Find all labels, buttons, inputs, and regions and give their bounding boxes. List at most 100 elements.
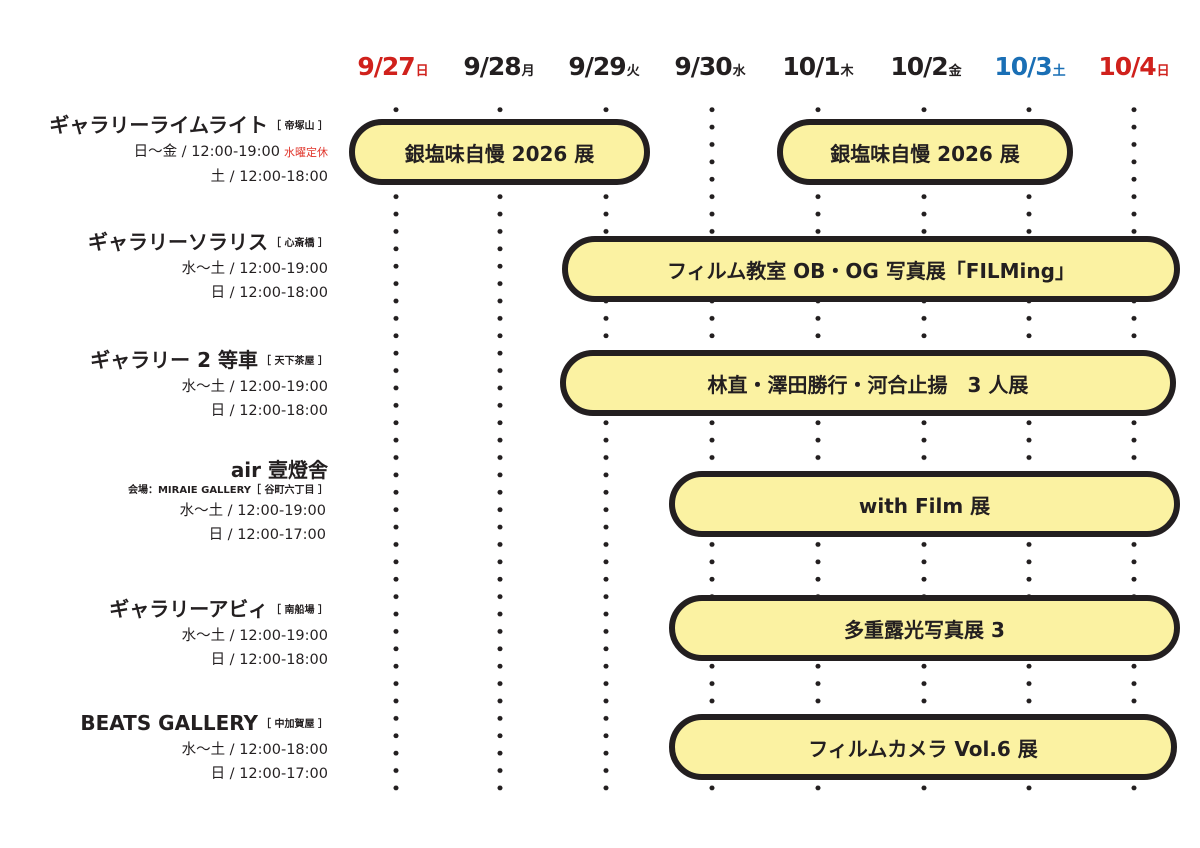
gallery-name: BEATS GALLERY［ 中加賀屋 ］	[80, 710, 328, 738]
date-label: 9/30	[674, 52, 732, 81]
hours-days: 日	[210, 652, 226, 668]
exhibition-title: 林直・澤田勝行・河合止揚 3 人展	[707, 372, 1029, 397]
hours-days: 日～金	[133, 144, 178, 160]
date-label: 10/1	[782, 52, 840, 81]
hours-days: 日	[210, 285, 226, 301]
exhibition-bar: with Film 展	[669, 471, 1180, 537]
dotted-day-line	[603, 101, 609, 801]
weekday-label: 土	[1052, 64, 1066, 79]
gallery-info: BEATS GALLERY［ 中加賀屋 ］ 水～土 / 12:00-18:00 …	[80, 710, 328, 786]
hours-days: 水～土	[179, 503, 224, 519]
hours-days: 水～土	[181, 261, 226, 277]
opening-hours: 日 / 12:00-18:00	[210, 285, 328, 301]
opening-hours: 日 / 12:00-18:00	[210, 403, 328, 419]
date-header: 9/30水	[663, 52, 757, 92]
date-header: 10/3土	[983, 52, 1077, 92]
gallery-info: ギャラリー 2 等車［ 天下茶屋 ］ 水～土 / 12:00-19:00 日 /…	[90, 347, 328, 423]
dotted-day-line	[497, 101, 503, 801]
weekday-label: 月	[521, 64, 535, 79]
gallery-name: ギャラリーライムライト［ 帝塚山 ］	[49, 112, 328, 140]
hours-time: 12:00-18:00	[239, 169, 328, 185]
exhibition-bar: 銀塩味自慢 2026 展	[777, 119, 1073, 185]
hours-days: 日	[208, 527, 224, 543]
hours-time: 12:00-18:00	[239, 403, 328, 419]
hours-time: 12:00-17:00	[237, 527, 326, 543]
date-label: 9/27	[357, 52, 415, 81]
opening-hours: 日 / 12:00-18:00	[210, 652, 328, 668]
opening-hours: 土 / 12:00-18:00	[210, 169, 328, 185]
dotted-day-line	[815, 101, 821, 801]
exhibition-bar: 銀塩味自慢 2026 展	[349, 119, 650, 185]
hours-time: 12:00-19:00	[239, 261, 328, 277]
date-header: 10/4日	[1087, 52, 1181, 92]
gallery-name: ギャラリー 2 等車［ 天下茶屋 ］	[90, 347, 328, 375]
hours-time: 12:00-18:00	[239, 652, 328, 668]
hours-days: 水～土	[181, 379, 226, 395]
gallery-location: ［ 帝塚山 ］	[271, 121, 328, 132]
weekday-label: 金	[948, 64, 962, 79]
gallery-info: ギャラリーソラリス［ 心斎橋 ］ 水～土 / 12:00-19:00 日 / 1…	[88, 229, 328, 305]
exhibition-bar: 多重露光写真展 3	[669, 595, 1180, 661]
gallery-location: ［ 南船場 ］	[271, 605, 328, 616]
gallery-location: ［ 心斎橋 ］	[271, 238, 328, 249]
date-label: 9/28	[463, 52, 521, 81]
dotted-day-line	[709, 101, 715, 801]
hours-days: 土	[210, 169, 226, 185]
hours-days: 水～土	[181, 742, 226, 758]
date-label: 10/3	[994, 52, 1052, 81]
opening-hours: 水～土 / 12:00-19:00	[181, 379, 328, 395]
opening-hours: 日 / 12:00-17:00	[208, 527, 326, 543]
hours-time: 12:00-19:00	[237, 503, 326, 519]
hours-days: 日	[210, 403, 226, 419]
gallery-name: ギャラリーソラリス［ 心斎橋 ］	[88, 229, 328, 257]
gallery-name-text: air 壹燈舎	[230, 458, 328, 482]
hours-time: 12:00-19:00	[239, 628, 328, 644]
exhibition-bar: フィルムカメラ Vol.6 展	[669, 714, 1177, 780]
gallery-name: ギャラリーアビィ［ 南船場 ］	[109, 596, 328, 624]
gallery-info: ギャラリーアビィ［ 南船場 ］ 水～土 / 12:00-19:00 日 / 12…	[109, 596, 328, 672]
opening-hours: 日 / 12:00-17:00	[210, 766, 328, 782]
weekday-label: 日	[1156, 64, 1170, 79]
gallery-name-text: ギャラリー 2 等車	[90, 348, 259, 372]
date-label: 10/2	[890, 52, 948, 81]
date-label: 10/4	[1098, 52, 1156, 81]
exhibition-title: 銀塩味自慢 2026 展	[404, 141, 595, 166]
weekday-label: 木	[840, 64, 854, 79]
exhibition-bar: フィルム教室 OB・OG 写真展「FILMing」	[562, 236, 1180, 302]
gallery-name-text: BEATS GALLERY	[80, 711, 259, 735]
date-header: 10/1木	[771, 52, 865, 92]
hours-days: 水～土	[181, 628, 226, 644]
date-header: 10/2金	[879, 52, 973, 92]
gallery-name-text: ギャラリーライムライト	[49, 113, 269, 137]
gallery-name-text: ギャラリーソラリス	[88, 230, 269, 254]
hours-days: 日	[210, 766, 226, 782]
weekday-label: 火	[626, 64, 640, 79]
exhibition-title: 銀塩味自慢 2026 展	[830, 141, 1020, 166]
dotted-day-line	[921, 101, 927, 801]
weekday-label: 水	[732, 64, 746, 79]
opening-hours: 水～土 / 12:00-19:00	[179, 503, 326, 519]
closed-day-note: 水曜定休	[284, 146, 328, 159]
hours-time: 12:00-19:00	[191, 144, 280, 160]
opening-hours: 水～土 / 12:00-19:00	[181, 261, 328, 277]
dotted-day-line	[1026, 101, 1032, 801]
hours-time: 12:00-19:00	[239, 379, 328, 395]
venue-note: 会場：MIRAIE GALLERY［ 谷町六丁目 ］	[127, 485, 328, 496]
exhibition-title: with Film 展	[858, 493, 991, 518]
dotted-day-line	[393, 101, 399, 801]
exhibition-title: フィルム教室 OB・OG 写真展「FILMing」	[667, 258, 1075, 283]
dotted-day-line	[1131, 101, 1137, 801]
hours-time: 12:00-18:00	[239, 742, 328, 758]
exhibition-title: フィルムカメラ Vol.6 展	[808, 736, 1038, 761]
date-label: 9/29	[568, 52, 626, 81]
hours-time: 12:00-17:00	[239, 766, 328, 782]
gallery-name-text: ギャラリーアビィ	[109, 597, 269, 621]
weekday-label: 日	[415, 64, 429, 79]
date-header: 9/28月	[452, 52, 546, 92]
opening-hours: 水～土 / 12:00-19:00	[181, 628, 328, 644]
gallery-location: ［ 天下茶屋 ］	[261, 356, 328, 367]
gallery-info: air 壹燈舎 会場：MIRAIE GALLERY［ 谷町六丁目 ］ 水～土 /…	[128, 457, 328, 547]
gallery-location: ［ 中加賀屋 ］	[261, 719, 328, 730]
